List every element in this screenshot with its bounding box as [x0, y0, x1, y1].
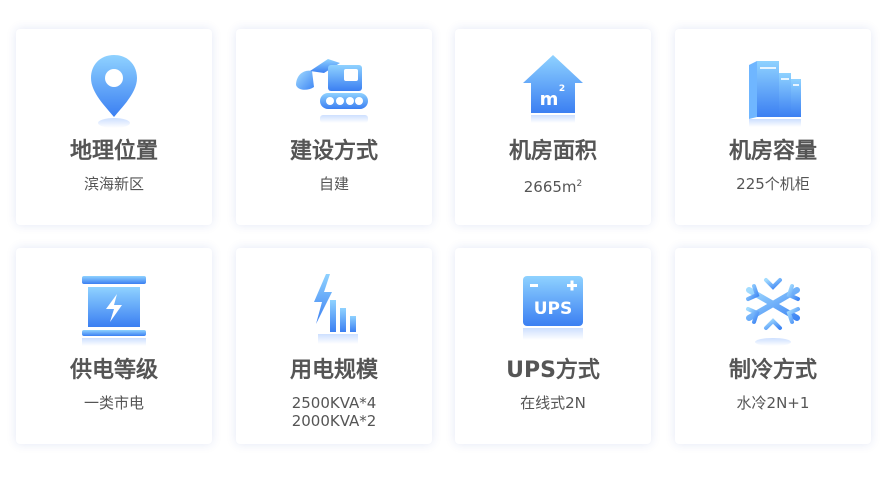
card-value: 滨海新区 [83, 175, 144, 193]
card-title: 制冷方式 [728, 358, 817, 383]
value-line: 2000KVA*2 [291, 412, 377, 430]
house-label: m [540, 89, 559, 110]
ups-icon: UPS [503, 262, 603, 352]
card-room-capacity: 机房容量 225个机柜 [675, 29, 871, 225]
ups-label: UPS [534, 299, 573, 319]
house-label-sup: 2 [559, 84, 565, 94]
house-m2-icon: m 2 [503, 43, 603, 133]
card-power-level: 供电等级 一类市电 [16, 248, 212, 444]
card-title: 机房容量 [728, 139, 817, 164]
card-title: 建设方式 [289, 139, 378, 164]
card-cooling: 制冷方式 水冷2N+1 [675, 248, 871, 444]
card-title: 供电等级 [69, 358, 158, 383]
card-location: 地理位置 滨海新区 [16, 29, 212, 225]
card-title: UPS方式 [506, 358, 600, 383]
card-value: 一类市电 [83, 394, 144, 412]
battery-icon [64, 262, 164, 352]
card-value: 2665m2 [455, 175, 651, 196]
value-sup: 2 [576, 179, 583, 189]
location-pin-icon [64, 43, 164, 133]
card-value: 2500KVA*4 2000KVA*2 [236, 394, 432, 430]
value-main: 2665m [523, 178, 577, 196]
card-power-scale: 用电规模 2500KVA*4 2000KVA*2 [236, 248, 432, 444]
card-title: 用电规模 [289, 358, 378, 383]
card-value: 水冷2N+1 [736, 394, 810, 412]
excavator-icon [284, 43, 384, 133]
card-value: 在线式2N [520, 394, 586, 412]
snowflake-icon [723, 262, 823, 352]
value-line: 2500KVA*4 [291, 394, 377, 412]
server-racks-icon [723, 43, 823, 133]
card-value: 225个机柜 [736, 175, 810, 193]
card-title: 地理位置 [69, 139, 158, 164]
card-title: 机房面积 [508, 139, 597, 164]
card-value: 自建 [318, 175, 349, 193]
power-bars-icon [284, 262, 384, 352]
card-ups-mode: UPS UPS方式 在线式2N [455, 248, 651, 444]
card-room-area: m 2 机房面积 2665m2 [455, 29, 651, 225]
card-construction: 建设方式 自建 [236, 29, 432, 225]
